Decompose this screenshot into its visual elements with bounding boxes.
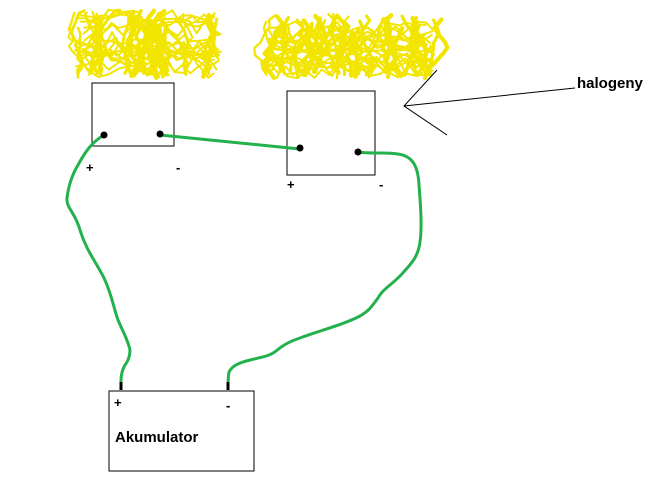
lamp-2-minus-terminal xyxy=(354,148,362,156)
battery-plus-terminal xyxy=(119,382,123,390)
lamp-1-plus-label: + xyxy=(86,160,94,175)
lamp-1-minus-label: - xyxy=(176,160,181,175)
battery-body xyxy=(108,390,255,472)
lamp-1-plus-terminal xyxy=(100,131,108,139)
lamp-1-minus-terminal xyxy=(156,130,164,138)
lamp-2-light-rays xyxy=(253,12,450,81)
light-ray xyxy=(262,55,433,72)
halogeny-callout-label: halogeny xyxy=(577,75,643,92)
light-ray xyxy=(263,27,433,45)
light-ray xyxy=(267,51,435,70)
wire-lamp-1-minus-to-lamp-2-plus xyxy=(158,133,302,151)
battery-plus-label: + xyxy=(114,395,122,410)
light-ray xyxy=(174,17,190,73)
light-ray xyxy=(78,49,221,66)
lamp-2-minus-label: - xyxy=(379,177,384,192)
lamp-2-housing xyxy=(286,90,376,176)
light-ray xyxy=(82,62,215,79)
light-ray xyxy=(268,32,427,50)
light-ray xyxy=(82,21,222,37)
light-ray xyxy=(77,44,220,62)
light-ray xyxy=(145,8,162,79)
lamp-1-light-rays xyxy=(67,8,222,80)
light-ray xyxy=(76,11,215,28)
light-ray xyxy=(266,40,433,58)
wire-lamp-2-minus-to-battery-minus xyxy=(226,150,423,390)
lamp-1-housing xyxy=(91,82,175,147)
battery-minus-terminal xyxy=(226,382,230,390)
light-ray xyxy=(266,61,432,80)
light-ray xyxy=(75,56,218,74)
light-ray xyxy=(79,8,216,24)
lamp-2-plus-terminal xyxy=(296,144,304,152)
battery-label: Akumulator xyxy=(115,429,199,446)
arrow-left-icon xyxy=(403,69,576,136)
light-ray xyxy=(83,13,216,30)
wire-lamp-1-plus-to-battery-plus xyxy=(65,133,132,390)
light-ray xyxy=(272,21,427,39)
battery-minus-label: - xyxy=(226,398,231,413)
lamp-2-plus-label: + xyxy=(287,177,295,192)
light-ray xyxy=(81,48,222,64)
light-ray xyxy=(270,57,436,76)
